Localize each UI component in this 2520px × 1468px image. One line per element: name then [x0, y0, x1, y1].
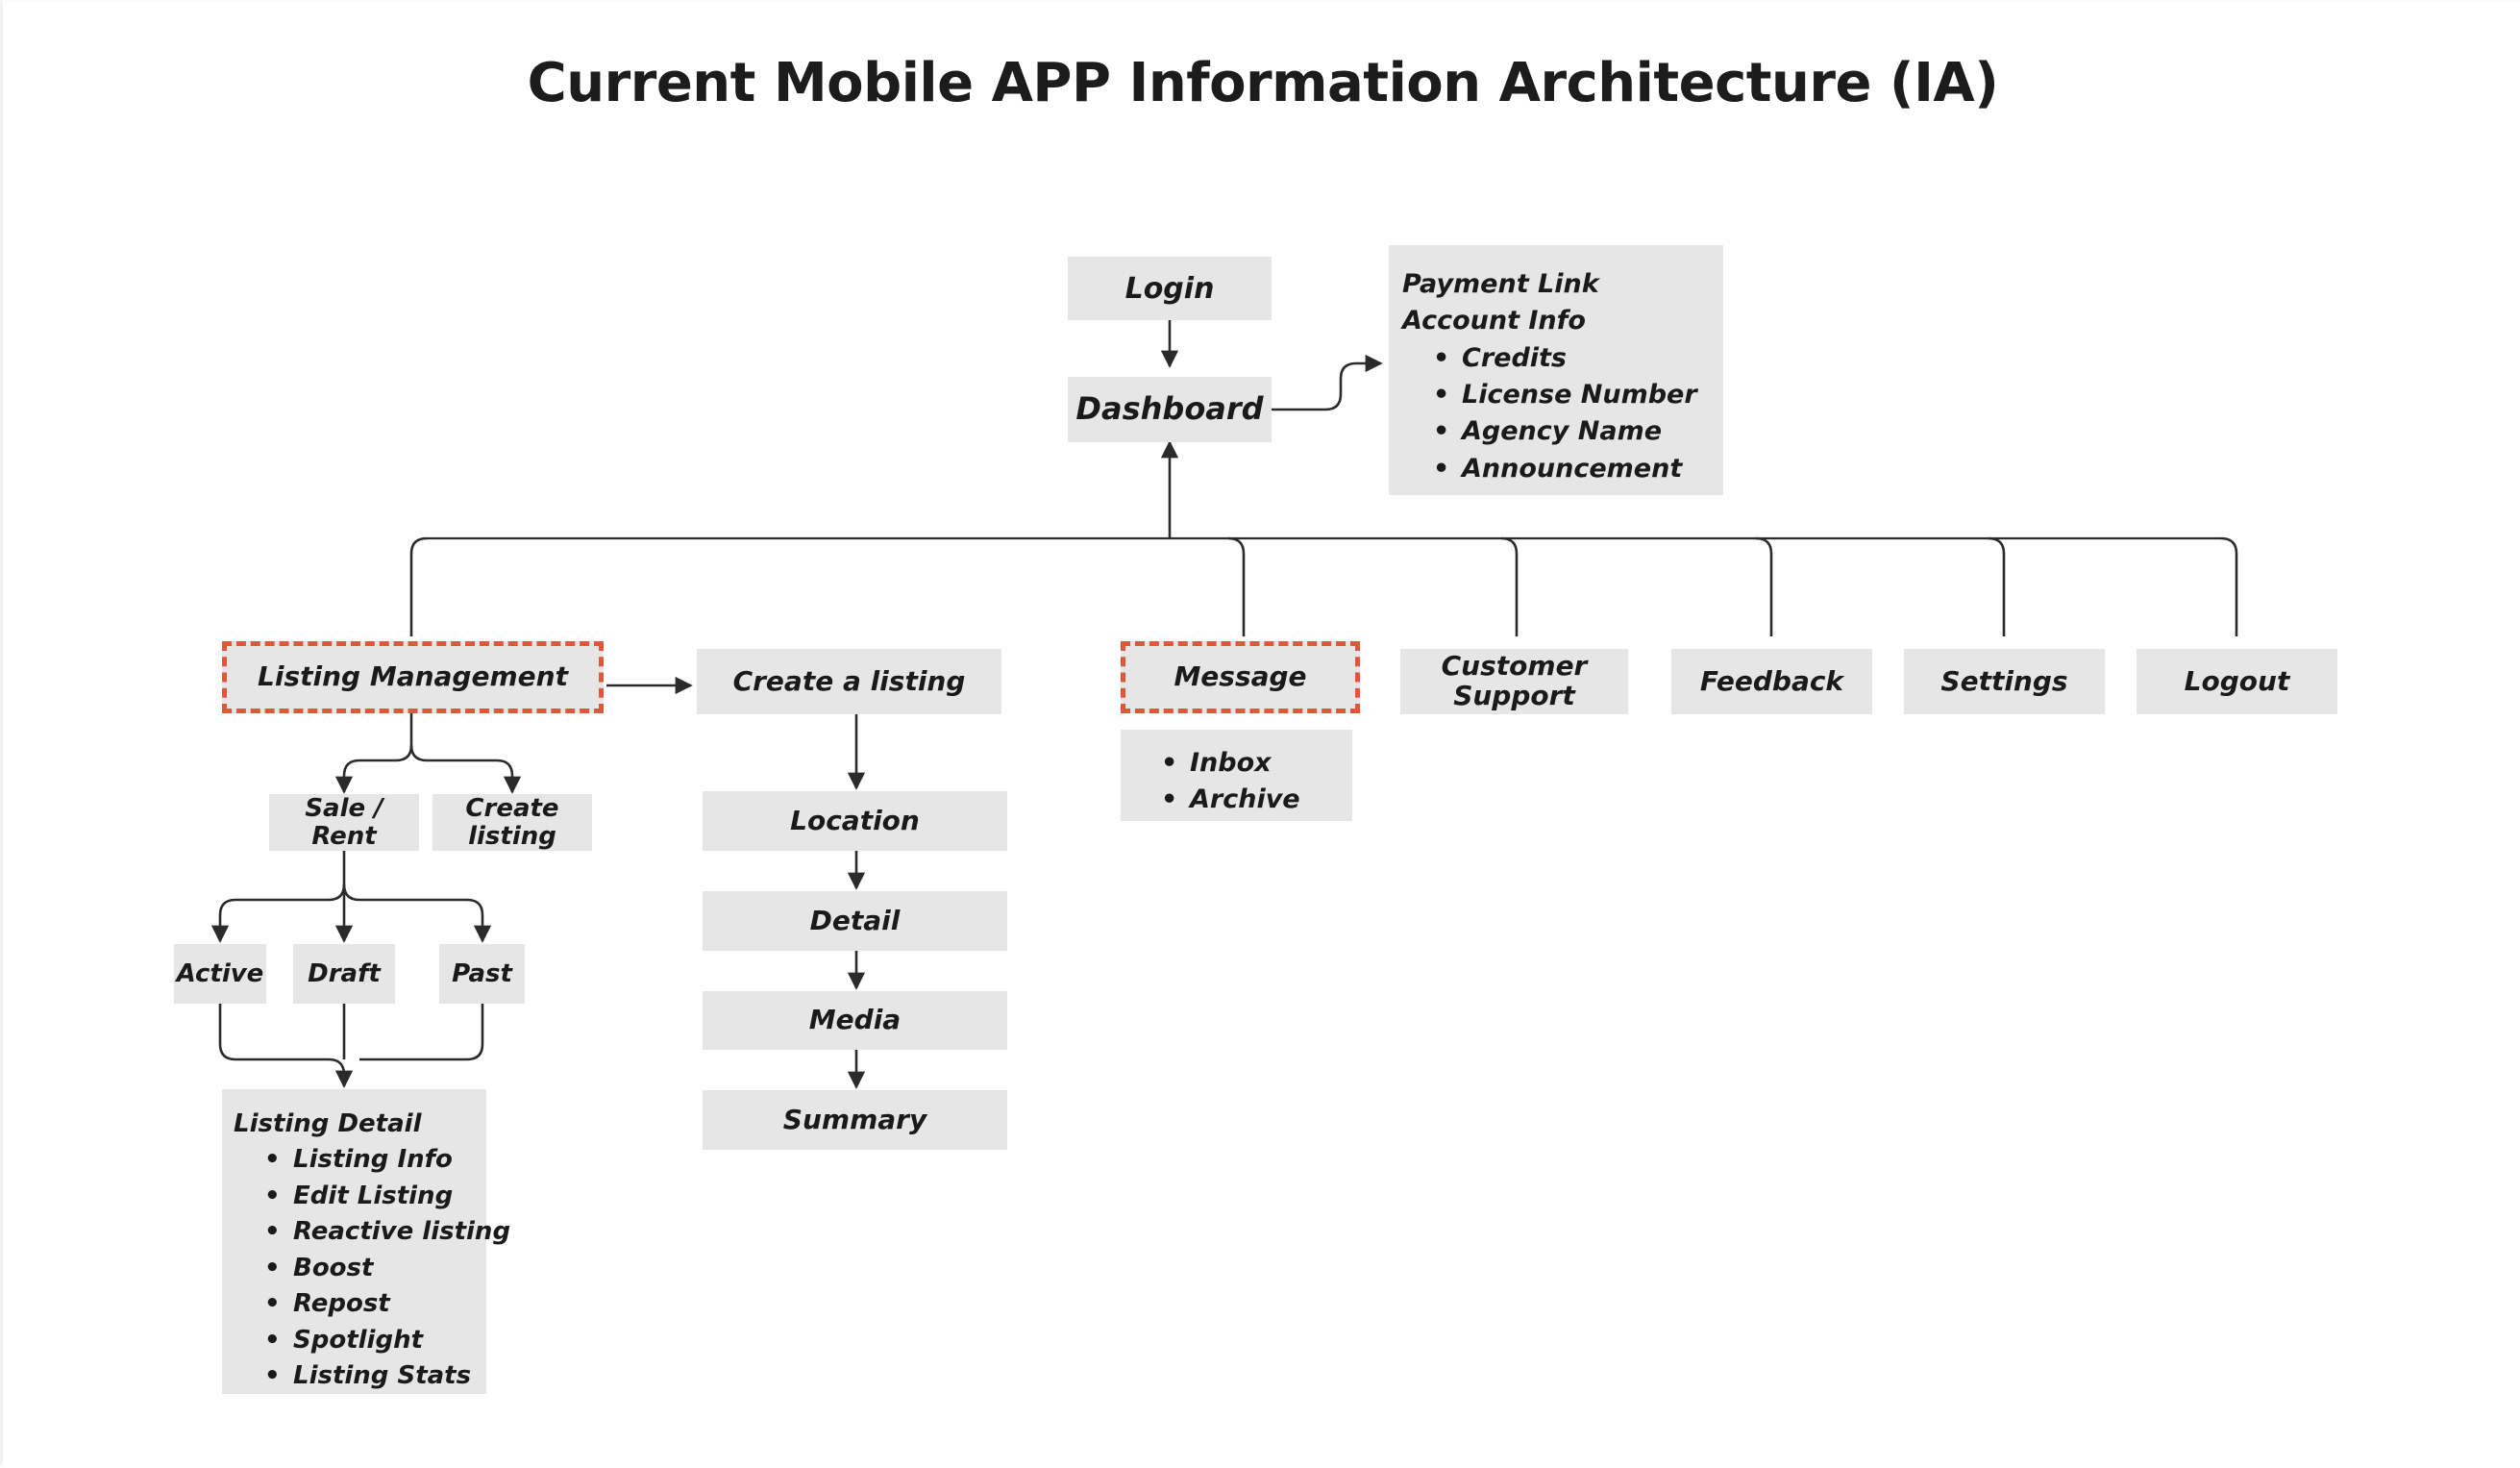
panel-listing-detail-title: Listing Detail — [234, 1109, 422, 1138]
list-item: Inbox — [1161, 745, 1352, 783]
node-settings-label: Settings — [1940, 664, 2068, 697]
node-message[interactable]: Message — [1121, 641, 1360, 713]
node-active-label: Active — [176, 958, 264, 988]
node-detail-label: Detail — [809, 904, 901, 936]
list-item: Listing Info — [264, 1142, 486, 1179]
node-logout-label: Logout — [2184, 664, 2290, 697]
node-settings[interactable]: Settings — [1904, 649, 2105, 714]
node-create-a-listing[interactable]: Create a listing — [697, 649, 1001, 714]
node-sale-rent[interactable]: Sale / Rent — [269, 794, 419, 851]
node-logout[interactable]: Logout — [2137, 649, 2337, 714]
list-item: Reactive listing — [264, 1214, 510, 1251]
node-location-label: Location — [790, 804, 920, 836]
node-dashboard-label: Dashboard — [1075, 390, 1264, 428]
node-draft-label: Draft — [308, 958, 381, 988]
node-active[interactable]: Active — [174, 944, 266, 1004]
list-item: License Number — [1433, 377, 1723, 414]
node-location[interactable]: Location — [703, 791, 1007, 851]
node-summary[interactable]: Summary — [703, 1090, 1007, 1150]
panel-listing-detail-list: Listing Info Edit Listing Reactive listi… — [234, 1142, 510, 1395]
node-dashboard[interactable]: Dashboard — [1068, 377, 1272, 442]
node-create-a-listing-label: Create a listing — [732, 664, 966, 697]
node-listing-management-label: Listing Management — [258, 660, 568, 693]
node-past-label: Past — [452, 958, 512, 988]
list-item: Listing Stats — [264, 1358, 486, 1395]
node-customer-support-label: Customer Support — [1441, 650, 1588, 711]
node-listing-management[interactable]: Listing Management — [222, 641, 604, 713]
node-feedback[interactable]: Feedback — [1671, 649, 1872, 714]
panel-account-list: Credits License Number Agency Name Annou… — [1402, 340, 1723, 488]
page-title: Current Mobile APP Information Architect… — [527, 52, 1999, 114]
list-item: Boost — [264, 1251, 486, 1287]
list-item: Repost — [264, 1286, 486, 1323]
node-past[interactable]: Past — [439, 944, 525, 1004]
panel-account-account-info: Account Info — [1402, 306, 1586, 336]
list-item: Agency Name — [1433, 413, 1723, 451]
panel-account-info: Payment Link Account Info Credits Licens… — [1389, 245, 1723, 495]
node-create-listing-label: Create listing — [465, 793, 559, 851]
node-draft[interactable]: Draft — [293, 944, 395, 1004]
node-create-listing[interactable]: Create listing — [432, 794, 592, 851]
panel-account-payment-link: Payment Link — [1402, 269, 1599, 299]
node-feedback-label: Feedback — [1699, 664, 1844, 697]
node-sale-rent-label: Sale / Rent — [305, 793, 383, 851]
node-media-label: Media — [808, 1004, 902, 1036]
node-media[interactable]: Media — [703, 991, 1007, 1050]
node-login-label: Login — [1124, 271, 1215, 306]
panel-listing-detail: Listing Detail Listing Info Edit Listing… — [222, 1089, 510, 1395]
list-item: Archive — [1161, 782, 1352, 819]
list-item: Announcement — [1433, 451, 1723, 488]
node-login[interactable]: Login — [1068, 257, 1272, 320]
list-item: Credits — [1433, 340, 1723, 378]
list-item: Edit Listing — [264, 1179, 486, 1215]
panel-message-list: Inbox Archive — [1130, 745, 1352, 819]
panel-message-sub: Inbox Archive — [1121, 730, 1352, 821]
node-summary-label: Summary — [782, 1103, 927, 1135]
node-message-label: Message — [1174, 660, 1307, 693]
node-detail[interactable]: Detail — [703, 891, 1007, 951]
list-item: Spotlight — [264, 1323, 486, 1359]
node-customer-support[interactable]: Customer Support — [1400, 649, 1628, 714]
